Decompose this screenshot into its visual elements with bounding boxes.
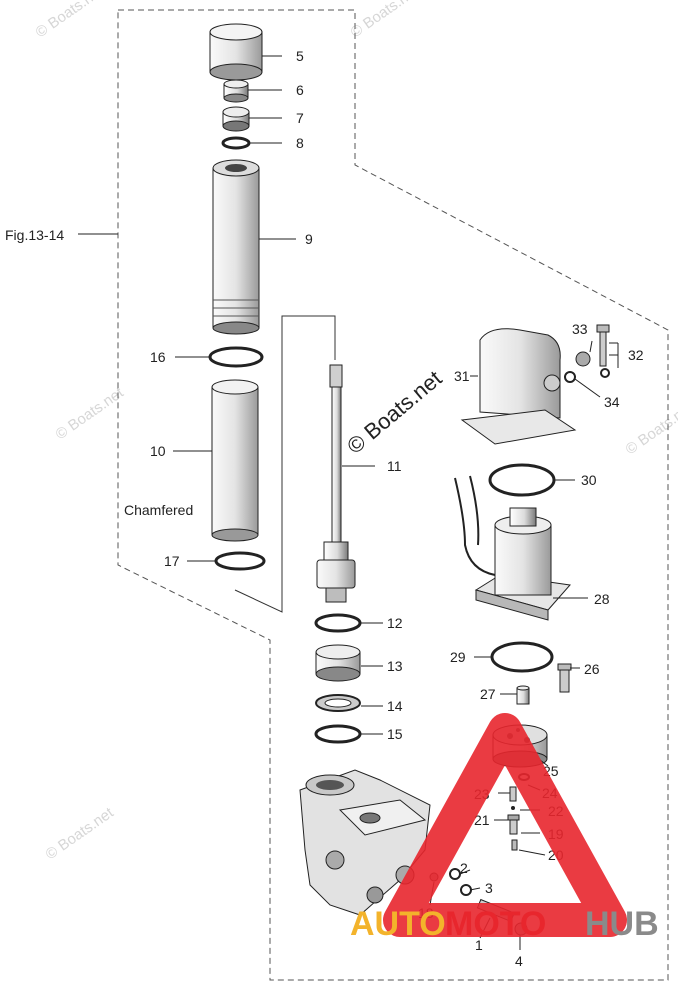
fig-reference-label: Fig.13-14 — [5, 227, 64, 243]
part-number-label: 15 — [387, 726, 403, 742]
copyright-watermark: © Boats.net — [342, 366, 446, 459]
part-ring-14 — [315, 694, 361, 712]
part-number-label: 30 — [581, 472, 597, 488]
part-number-label: 33 — [572, 321, 588, 337]
logo-text-auto: AUTO — [350, 905, 446, 943]
part-labels: Fig.13-14 Chamfered 5 6 7 8 9 16 10 17 1… — [5, 48, 644, 969]
part-number-label: 26 — [584, 661, 600, 677]
watermark-text: © Boats.net — [33, 0, 108, 41]
part-number-label: 7 — [296, 110, 304, 126]
watermark-text: © Boats.net — [348, 0, 423, 41]
warning-triangle-icon — [383, 713, 627, 937]
part-bolt-32 — [596, 324, 610, 378]
part-seal-holder — [222, 106, 250, 132]
part-number-label: 27 — [480, 686, 496, 702]
part-cap — [209, 23, 263, 81]
part-number-label: 12 — [387, 615, 403, 631]
part-sleeve — [211, 379, 259, 542]
part-number-label: 31 — [454, 368, 470, 384]
part-number-label: 32 — [628, 347, 644, 363]
logo-text-moto: MOTO — [445, 905, 546, 943]
watermark-text: © Boats.net — [623, 399, 678, 458]
part-cylinder-upper — [212, 159, 260, 335]
part-plug-27 — [516, 685, 530, 705]
part-o-ring-30 — [488, 463, 556, 497]
part-motor-cover — [460, 328, 577, 445]
part-number-label: 28 — [594, 591, 610, 607]
part-bushing-13 — [315, 644, 361, 682]
part-number-label: 11 — [387, 458, 402, 474]
part-nut — [223, 79, 249, 103]
part-ring-12 — [314, 613, 362, 633]
part-o-ring-29 — [490, 641, 554, 673]
part-number-label: 17 — [164, 553, 180, 569]
logo-text-hub: HUB — [585, 905, 659, 943]
part-number-label: 13 — [387, 658, 403, 674]
part-screw-26 — [557, 663, 572, 693]
part-ring-15 — [314, 724, 362, 744]
part-ring-17 — [214, 551, 266, 571]
part-number-label: 6 — [296, 82, 304, 98]
part-number-label: 3 — [485, 880, 493, 896]
internal-outline — [234, 315, 336, 613]
part-o-ring-small — [221, 136, 251, 150]
part-grommet-33 — [575, 351, 591, 367]
part-number-label: 4 — [515, 953, 523, 969]
part-motor — [454, 475, 571, 621]
part-number-label: 8 — [296, 135, 304, 151]
part-number-label: 9 — [305, 231, 313, 247]
part-number-label: 5 — [296, 48, 304, 64]
watermark-text: © Boats.net — [53, 384, 128, 443]
brand-logo: AUTO MOTO HUB — [350, 713, 659, 943]
assembly-boundary — [117, 9, 669, 981]
part-number-label: 29 — [450, 649, 466, 665]
part-number-label: 10 — [150, 443, 166, 459]
watermark-text: © Boats.net — [43, 804, 118, 863]
part-number-label: 21 — [474, 812, 490, 828]
chamfered-note: Chamfered — [124, 502, 193, 518]
part-number-label: 14 — [387, 698, 403, 714]
part-piston-rod — [316, 364, 356, 603]
part-number-label: 34 — [604, 394, 620, 410]
part-number-label: 16 — [150, 349, 166, 365]
part-ring-16 — [208, 346, 264, 368]
part-washer-34 — [564, 371, 576, 383]
part-number-label: 2 — [460, 860, 468, 876]
part-number-label: 1 — [475, 937, 483, 953]
